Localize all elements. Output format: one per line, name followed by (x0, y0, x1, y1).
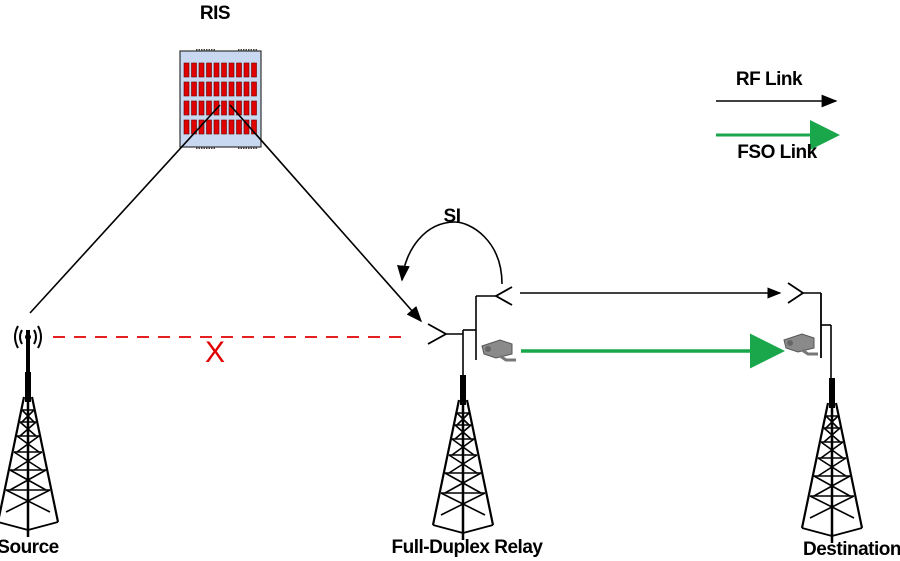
ris-element (221, 119, 227, 135)
ris-element (236, 62, 242, 78)
legend-fso-label: FSO Link (737, 142, 817, 163)
relay-label: Full-Duplex Relay (392, 537, 544, 558)
ris-element (206, 119, 212, 135)
relay-tx-antenna (463, 286, 513, 360)
ris-element (221, 62, 227, 78)
relay-tower (431, 373, 495, 542)
ris-element (183, 100, 190, 116)
destination-camera-icon (782, 332, 820, 356)
ris-element (251, 81, 257, 97)
ris-element (213, 81, 220, 97)
relay-camera-icon (480, 338, 518, 362)
ris-element (228, 62, 235, 78)
ris-element (236, 81, 242, 97)
ris-element (183, 62, 190, 78)
ris-element (206, 62, 212, 78)
source-label: Source (0, 537, 59, 558)
ris-element (221, 81, 227, 97)
ris-element (243, 62, 250, 78)
ris-element (251, 62, 257, 78)
blocked-mark: X (205, 336, 225, 369)
ris-element (198, 81, 205, 97)
ris-panel (179, 49, 262, 149)
ris-element (198, 62, 205, 78)
ris-element (183, 119, 190, 135)
ris-element (206, 81, 212, 97)
legend: RF Link FSO Link (716, 69, 840, 163)
rf-link-ris-to-relay (229, 104, 423, 323)
ris-element (221, 100, 227, 116)
destination-rx-antenna (787, 282, 832, 380)
relay-rx-antenna (427, 323, 464, 375)
ris-element (251, 119, 257, 135)
legend-rf-label: RF Link (736, 69, 803, 90)
ris-element (251, 100, 257, 116)
ris-element (183, 81, 190, 97)
ris-element (191, 100, 197, 116)
ris-element (213, 62, 220, 78)
ris-element (191, 81, 197, 97)
ris-element (198, 100, 205, 116)
destination-tower (800, 376, 864, 545)
ris-element (236, 119, 242, 135)
si-label: SI (444, 206, 461, 227)
ris-element (243, 81, 250, 97)
ris-element (228, 119, 235, 135)
destination-label: Destination (803, 539, 900, 560)
ris-element (213, 119, 220, 135)
rf-link-source-to-ris (29, 104, 221, 314)
ris-element (228, 100, 235, 116)
ris-element-grid (183, 62, 257, 135)
si-loop-arrow (397, 221, 503, 285)
source-antenna-icon (14, 325, 42, 375)
ris-element (191, 62, 197, 78)
ris-label: RIS (200, 3, 230, 24)
source-tower (0, 370, 60, 539)
ris-element (243, 100, 250, 116)
ris-element (228, 81, 235, 97)
ris-element (206, 100, 212, 116)
